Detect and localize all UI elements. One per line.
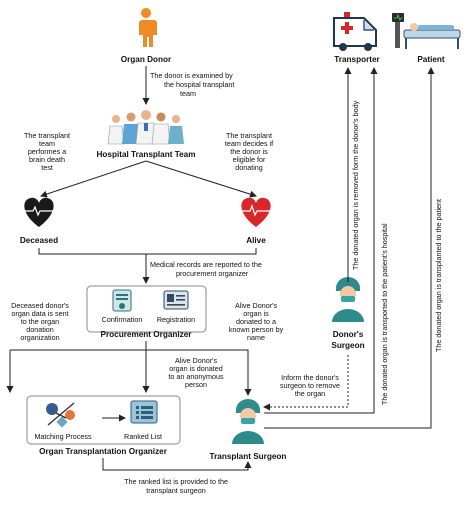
organ-donor-label: Organ Donor	[121, 55, 172, 64]
note-ranked-provided-2: transplant surgeon	[146, 486, 206, 495]
transplant-surgeon-icon	[232, 399, 264, 444]
note-transported: The donated organ is transported to the …	[380, 223, 389, 405]
confirmation-icon	[112, 289, 132, 312]
note-brain-death-5: test	[41, 163, 53, 172]
deceased-label: Deceased	[20, 236, 58, 245]
merge-line	[38, 248, 257, 255]
note-deceased-data-4: donation	[26, 325, 54, 334]
donors-surgeon-label-2: Surgeon	[331, 341, 364, 350]
donors-surgeon-label-1: Donor's	[333, 330, 364, 339]
note-eligible-5: donating	[235, 163, 263, 172]
note-medical-records-2: procurement organizer	[176, 269, 249, 278]
note-brain-death-2: team	[39, 139, 55, 148]
arrow-transported	[264, 67, 378, 414]
note-eligible-4: eligible for	[233, 155, 266, 164]
note-alive-anonymous-3: to an anonymous	[168, 372, 224, 381]
note-inform-1: Inform the donor's	[281, 373, 339, 382]
note-deceased-data-5: organization	[20, 333, 59, 342]
note-eligible-2: team decides if	[225, 139, 273, 148]
note-deceased-data-2: organ data is sent	[11, 309, 68, 318]
arrow-to-transplant-surgeon	[10, 349, 252, 396]
note-inform-3: the organ	[295, 389, 325, 398]
transplantation-organizer-label: Organ Transplantation Organizer	[39, 447, 168, 456]
medical-team-icon	[107, 110, 184, 145]
matching-process-label: Matching Process	[34, 432, 92, 441]
note-eligible-1: The transplant	[226, 131, 272, 140]
arrow-team-to-deceased	[40, 160, 147, 198]
arrow-ranked-to-surgeon	[102, 458, 252, 471]
note-medical-records-1: Medical records are reported to the	[150, 260, 262, 269]
note-examined-1: The donor is examined by	[150, 71, 233, 80]
arrow-team-to-alive	[145, 160, 257, 198]
note-alive-known-2: organ is	[243, 309, 269, 318]
note-alive-anonymous-1: Alive Donor's	[175, 356, 218, 365]
ranked-list-label: Ranked List	[124, 432, 162, 441]
note-deceased-data-1: Deceased donor's	[11, 301, 69, 310]
note-removed: The donated organ is removed form the do…	[351, 100, 360, 270]
note-inform-2: surgeon to remove	[280, 381, 340, 390]
confirmation-label: Confirmation	[102, 315, 143, 324]
ranked-list-icon	[130, 400, 158, 424]
note-eligible-3: the donor is	[230, 147, 268, 156]
note-alive-known-5: name	[247, 333, 265, 342]
procurement-organizer-label: Procurement Organizer	[101, 330, 193, 339]
note-examined-3: team	[180, 89, 196, 98]
note-ranked-provided-1: The ranked list is provided to the	[124, 477, 228, 486]
patient-label: Patient	[417, 55, 445, 64]
note-transplanted: The donated organ is transplanted to the…	[434, 199, 443, 352]
note-alive-known-4: known person by	[229, 325, 284, 334]
note-deceased-data-3: to the organ	[21, 317, 59, 326]
donors-surgeon-icon	[332, 277, 364, 322]
note-alive-known-3: donated to a	[236, 317, 276, 326]
note-alive-anonymous-4: person	[185, 380, 207, 389]
registration-icon	[163, 290, 189, 310]
arrow-transplanted	[264, 67, 435, 429]
hospital-team-label: Hospital Transplant Team	[96, 150, 195, 159]
patient-bed-icon	[392, 13, 461, 49]
ambulance-icon	[333, 12, 377, 51]
organ-donor-icon	[138, 8, 157, 47]
note-examined-2: the hospital transplant	[164, 80, 234, 89]
note-alive-anonymous-2: organ is donated	[169, 364, 223, 373]
deceased-heart-icon	[24, 197, 54, 227]
note-brain-death-4: brain death	[29, 155, 65, 164]
note-brain-death-3: performes a	[28, 147, 66, 156]
transporter-label: Transporter	[334, 55, 380, 64]
alive-heart-icon	[241, 197, 271, 227]
transplant-surgeon-label: Transplant Surgeon	[210, 452, 287, 461]
note-alive-known-1: Alive Donor's	[235, 301, 278, 310]
registration-label: Registration	[157, 315, 195, 324]
note-brain-death-1: The transplant	[24, 131, 70, 140]
arrow-inform-surgeon	[263, 355, 349, 411]
alive-label: Alive	[246, 236, 266, 245]
